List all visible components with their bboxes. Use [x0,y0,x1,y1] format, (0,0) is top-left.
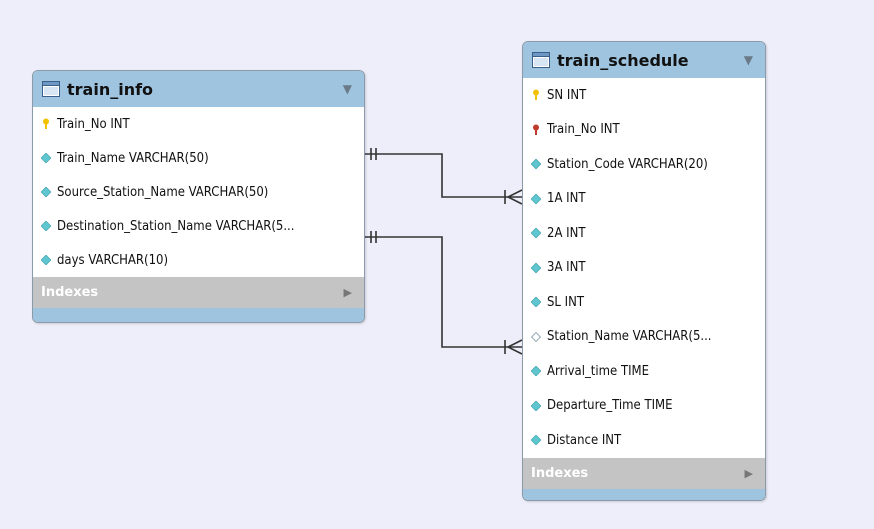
column-row[interactable]: Distance INT [523,423,765,458]
crowfoot-lower-1 [507,196,523,205]
column-label: Station_Code VARCHAR(20) [547,156,708,172]
column-label: SN INT [547,87,587,103]
table-header-train-info[interactable]: train_info ▼ [33,71,364,107]
column-row[interactable]: Departure_Time TIME [523,389,765,424]
crowfoot-lower-2 [507,346,523,355]
indexes-label: Indexes [531,465,589,481]
column-row[interactable]: SL INT [523,285,765,320]
primary-key-icon [43,118,49,129]
table-icon [532,52,550,68]
primary-key-icon [533,89,539,101]
column-diamond-icon [41,221,51,231]
column-diamond-icon [531,435,541,446]
column-row[interactable]: Train_No INT [33,107,364,141]
table-train-info[interactable]: train_info ▼ Train_No INT Train_Name VAR… [32,70,365,323]
column-diamond-icon [531,228,541,239]
column-diamond-icon [41,255,51,265]
column-row[interactable]: Train_Name VARCHAR(50) [33,141,364,175]
column-list-train-schedule: SN INT Train_No INT Station_Code VARCHAR… [523,78,765,458]
table-header-train-schedule[interactable]: train_schedule ▼ [523,42,765,78]
column-label: Arrival_time TIME [547,363,650,379]
table-icon [42,81,60,97]
column-row[interactable]: Train_No INT [523,113,765,148]
column-row[interactable]: 3A INT [523,251,765,286]
triangle-right-icon[interactable]: ▶ [343,286,352,299]
column-diamond-icon [531,400,541,411]
column-list-train-info: Train_No INT Train_Name VARCHAR(50) Sour… [33,107,364,277]
column-label: Train_Name VARCHAR(50) [57,150,209,166]
column-label: 2A INT [547,225,586,241]
column-label: Departure_Time TIME [547,398,673,414]
column-row[interactable]: Arrival_time TIME [523,354,765,389]
table-train-schedule[interactable]: train_schedule ▼ SN INT Train_No INT [522,41,766,501]
table-title-train-info: train_info [67,79,154,99]
column-row[interactable]: 1A INT [523,182,765,217]
column-diamond-icon [531,262,541,273]
column-row[interactable]: Station_Code VARCHAR(20) [523,147,765,182]
indexes-section-train-schedule[interactable]: Indexes ▶ [523,457,765,489]
crowfoot-upper-1 [507,189,523,198]
column-label: Destination_Station_Name VARCHAR(5... [57,218,295,234]
column-diamond-icon [531,159,541,170]
foreign-key-icon [533,124,539,135]
column-diamond-icon [41,153,51,163]
column-diamond-icon [531,366,541,377]
triangle-right-icon[interactable]: ▶ [744,466,753,480]
column-label: Train_No INT [547,122,620,138]
crowfoot-upper-2 [507,339,523,348]
column-row[interactable]: 2A INT [523,216,765,251]
column-row[interactable]: Station_Name VARCHAR(5... [523,320,765,355]
column-label: Station_Name VARCHAR(5... [547,329,712,345]
column-label: 3A INT [547,260,586,276]
column-label: Train_No INT [57,116,130,132]
column-diamond-icon [41,187,51,197]
indexes-section-train-info[interactable]: Indexes ▶ [33,277,364,308]
column-label: Source_Station_Name VARCHAR(50) [57,184,269,200]
column-label: Distance INT [547,432,622,448]
column-row[interactable]: Source_Station_Name VARCHAR(50) [33,175,364,209]
column-diamond-hollow-icon [531,331,541,342]
table-title-train-schedule: train_schedule [557,50,689,70]
table-footer [523,488,765,500]
relationship-line-2[interactable] [364,231,523,355]
column-diamond-icon [531,297,541,308]
triangle-down-icon[interactable]: ▼ [743,53,753,67]
column-row[interactable]: Destination_Station_Name VARCHAR(5... [33,209,364,243]
column-label: days VARCHAR(10) [57,252,169,268]
triangle-down-icon[interactable]: ▼ [342,82,352,96]
indexes-label: Indexes [41,285,99,300]
column-row[interactable]: SN INT [523,78,765,113]
column-label: SL INT [547,294,584,310]
relationship-line-1[interactable] [364,148,523,205]
table-footer [33,308,364,322]
column-row[interactable]: days VARCHAR(10) [33,243,364,277]
column-label: 1A INT [547,191,586,207]
column-diamond-icon [531,193,541,204]
